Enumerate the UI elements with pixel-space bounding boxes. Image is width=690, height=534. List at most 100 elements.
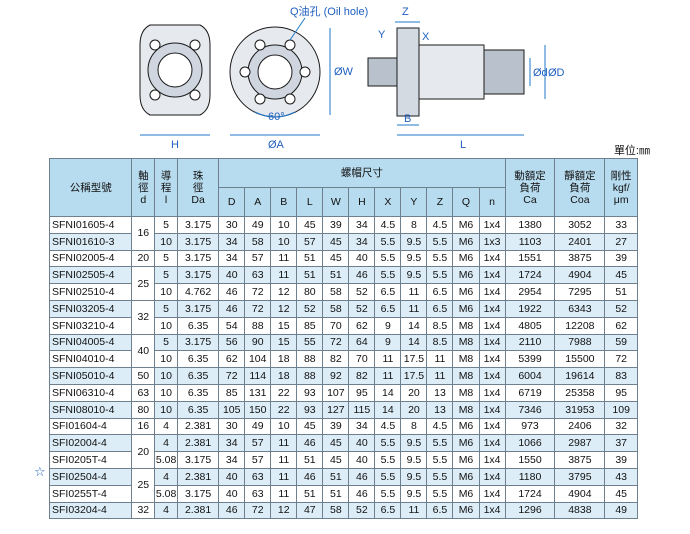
cell-shaft: 32	[131, 501, 156, 520]
bore-inner	[257, 54, 293, 90]
table-cell: 51	[322, 266, 350, 285]
table-cell: 1x4	[478, 484, 506, 503]
table-cell: 1x4	[478, 266, 506, 285]
cell-model: SFI02004-4	[48, 434, 133, 453]
table-cell: 6004	[504, 367, 556, 385]
table-cell: 62	[348, 316, 376, 335]
table-cell: 1x4	[478, 467, 506, 486]
table-cell: 6343	[554, 299, 606, 318]
table-cell: 14	[374, 400, 402, 419]
table-cell: 45	[322, 232, 350, 251]
table-cell: 1103	[504, 232, 556, 251]
table-cell: 3795	[554, 467, 606, 486]
table-cell: M8	[452, 367, 480, 385]
cell-model: SFNI04010-4	[48, 350, 133, 369]
cell-model: SFNI02505-4	[48, 266, 133, 285]
dim-label-dd: ØD	[548, 67, 565, 79]
dim-label-w: ØW	[334, 66, 354, 78]
table-cell: 1x4	[478, 417, 506, 436]
table-cell: 7988	[554, 333, 606, 352]
table-cell: 72	[244, 299, 272, 318]
table-cell: 51	[322, 467, 350, 486]
table-cell: 6.35	[176, 383, 220, 402]
table-cell: 15500	[554, 350, 606, 369]
table-cell: 11	[270, 467, 298, 486]
header-col-d: D	[218, 187, 246, 217]
table-cell: 45	[322, 249, 350, 268]
table-cell: 47	[296, 501, 324, 520]
bolt-hole	[149, 89, 161, 101]
table-cell: 5.5	[426, 467, 454, 486]
table-cell: 51	[296, 266, 324, 285]
table-cell: 10	[270, 232, 298, 251]
table-cell: 95	[348, 383, 376, 402]
table-cell: 8.5	[426, 333, 454, 352]
table-cell: 5.5	[374, 249, 402, 268]
table-cell: 15	[270, 333, 298, 352]
header-ball: 珠 徑 Da	[176, 158, 220, 217]
table-cell: 2110	[504, 333, 556, 352]
table-cell: 1x3	[478, 232, 506, 251]
table-cell: 11	[400, 283, 428, 301]
table-cell: 11	[400, 299, 428, 318]
cell-shaft: 16	[131, 417, 156, 436]
table-cell: 63	[244, 266, 272, 285]
table-cell: 34	[348, 232, 376, 251]
table-cell: 17.5	[400, 350, 428, 369]
table-cell: 30	[218, 417, 246, 436]
header-col-z: Z	[426, 187, 454, 217]
table-cell: 46	[218, 501, 246, 520]
table-cell: 104	[244, 350, 272, 369]
table-cell: 85	[296, 316, 324, 335]
table-cell: 9.5	[400, 249, 428, 268]
table-cell: 150	[244, 400, 272, 419]
table-cell: 5.5	[374, 232, 402, 251]
table-cell: 10	[154, 350, 178, 369]
table-cell: 1x4	[478, 451, 506, 469]
table-cell: 1x4	[478, 400, 506, 419]
table-cell: 5	[154, 333, 178, 352]
dim-label-x: X	[422, 31, 430, 43]
dim-label-h: H	[171, 139, 179, 151]
table-cell: 9.5	[400, 451, 428, 469]
table-cell: 3.175	[176, 333, 220, 352]
table-cell: 4.5	[374, 417, 402, 436]
table-cell: 7346	[504, 400, 556, 419]
table-cell: 1724	[504, 266, 556, 285]
table-cell: 6.5	[374, 501, 402, 520]
dim-label-l: L	[460, 139, 466, 151]
table-cell: 114	[244, 367, 272, 385]
nut-body	[418, 44, 485, 100]
table-cell: 51	[296, 484, 324, 503]
table-cell: 82	[348, 367, 376, 385]
bolt-hole	[239, 66, 251, 78]
table-cell: 4.5	[426, 216, 454, 234]
table-cell: 105	[218, 400, 246, 419]
table-cell: 19614	[554, 367, 606, 385]
table-cell: 52	[348, 299, 376, 318]
table-cell: 72	[322, 333, 350, 352]
table-cell: 2.381	[176, 501, 220, 520]
header-nut-dims: 螺帽尺寸	[218, 158, 506, 188]
table-cell: 46	[296, 434, 324, 453]
table-cell: 1x4	[478, 283, 506, 301]
header-shaft: 軸 徑 d	[131, 158, 156, 217]
table-cell: 34	[348, 216, 376, 234]
table-cell: 31953	[554, 400, 606, 419]
table-cell: 8	[400, 417, 428, 436]
table-cell: 46	[218, 283, 246, 301]
table-cell: 33	[604, 216, 638, 234]
table-cell: 4	[154, 501, 178, 520]
bolt-hole	[149, 39, 161, 51]
table-cell: 57	[244, 434, 272, 453]
cell-model: SFNI06310-4	[48, 383, 133, 402]
table-cell: 1380	[504, 216, 556, 234]
table-cell: M8	[452, 316, 480, 335]
header-lead: 導 程 l	[154, 158, 178, 217]
table-cell: 6.35	[176, 400, 220, 419]
table-cell: 107	[322, 383, 350, 402]
table-cell: 14	[400, 333, 428, 352]
table-cell: M6	[452, 484, 480, 503]
